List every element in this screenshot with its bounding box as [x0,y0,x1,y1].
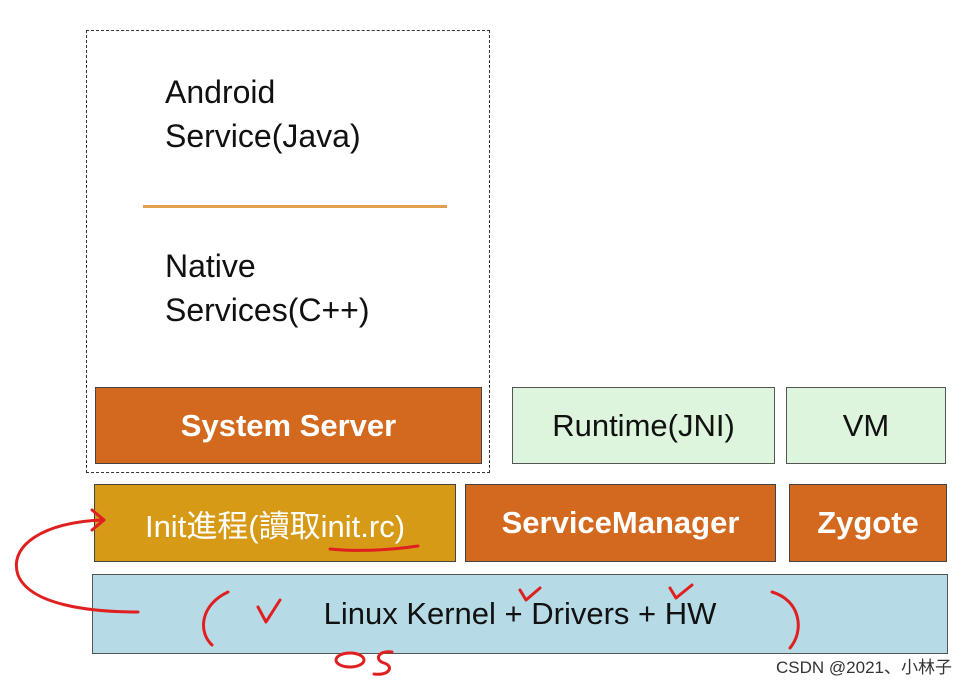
os-letter-o [334,651,366,669]
linux-kernel-block: Linux Kernel + Drivers + HW [92,574,948,654]
system-server-block: System Server [95,387,482,464]
android-line-2: Service(Java) [165,118,361,154]
android-service-label: Android Service(Java) [165,70,361,158]
zygote-block: Zygote [789,484,947,562]
check-mark-3 [668,583,694,600]
android-line-1: Android [165,74,276,110]
runtime-jni-block: Runtime(JNI) [512,387,775,464]
services-divider [143,205,447,208]
vm-block: VM [786,387,946,464]
os-letter-s [372,650,394,676]
service-manager-block: ServiceManager [465,484,776,562]
arrow-head [90,508,106,532]
init-rc-underline [328,544,420,552]
loop-arrow [14,518,140,614]
right-bracket [770,590,800,650]
services-container [86,30,490,473]
check-mark-1 [256,598,282,624]
native-line-1: Native [165,248,256,284]
native-line-2: Services(C++) [165,292,370,328]
left-bracket [202,590,230,647]
init-process-block: Init進程(讀取init.rc) [94,484,456,562]
watermark: CSDN @2021、小林子 [776,658,952,677]
check-mark-2 [518,586,542,602]
native-services-label: Native Services(C++) [165,244,370,332]
